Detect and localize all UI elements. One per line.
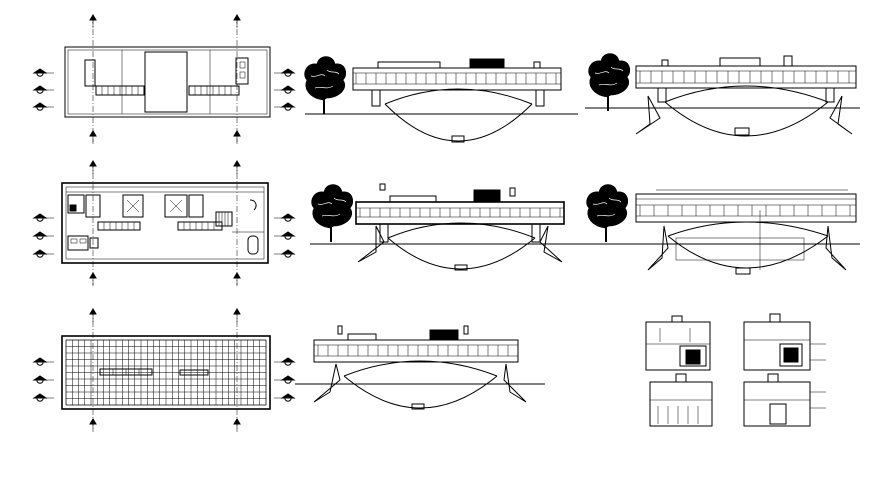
elevation-rear (585, 52, 860, 137)
plan-ground (33, 160, 295, 287)
elevation-side (295, 325, 545, 410)
elevation-front (303, 55, 578, 143)
end-elevations (645, 313, 826, 427)
plan-roof (33, 308, 295, 433)
section-1 (310, 183, 578, 271)
section-2 (575, 183, 860, 275)
plan-upper (33, 14, 295, 145)
